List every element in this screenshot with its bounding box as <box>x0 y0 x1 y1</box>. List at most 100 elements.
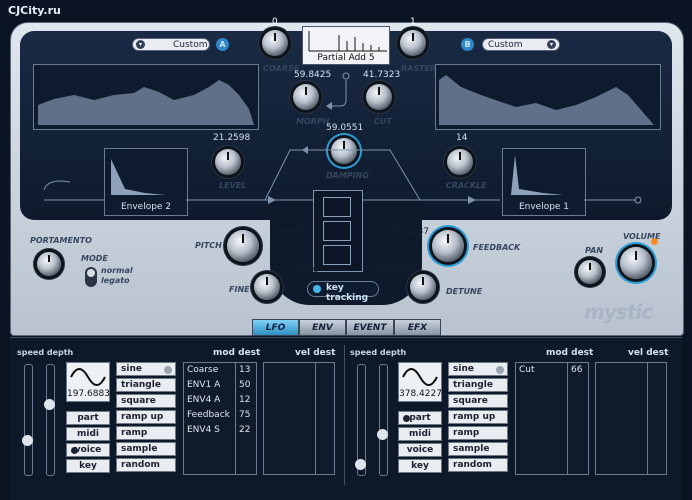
pitch-knob[interactable] <box>227 230 259 262</box>
lfo2-mode-part[interactable]: part <box>398 411 442 425</box>
lfo2-speed-depth-label: speed depth <box>350 348 407 357</box>
lfo2-mode-part-label: part <box>409 413 431 423</box>
list-item[interactable]: Cut <box>519 365 535 375</box>
portamento-label: PORTAMENTO <box>30 236 92 245</box>
list-item[interactable]: ENV4 A <box>187 395 221 405</box>
preset-a-select[interactable]: ▾ Custom <box>132 38 210 51</box>
lfo2-wave-sine-label: sine <box>453 364 474 374</box>
lfo2-wave-sine[interactable]: sine <box>448 362 508 376</box>
volume-led-icon <box>651 238 658 245</box>
mode-label: MODE <box>81 254 108 263</box>
lfo1-wave-random[interactable]: random <box>116 458 176 472</box>
lfo2-mode-key[interactable]: key <box>398 459 442 473</box>
lfo1-depth-handle <box>44 399 55 410</box>
list-item-amount: 66 <box>571 365 583 375</box>
badge-b: B <box>461 38 474 51</box>
lfo1-mode-part-label: part <box>77 413 99 423</box>
tab-efx[interactable]: EFX <box>394 319 441 336</box>
partial-graph <box>308 31 387 52</box>
envelope-1-display[interactable]: Envelope 1 <box>502 148 586 216</box>
lfo2-mode-midi[interactable]: midi <box>398 427 442 441</box>
fine-label: FINE <box>229 285 250 294</box>
lfo1-vel-dest-list[interactable] <box>263 362 335 475</box>
detune-knob[interactable] <box>410 274 436 300</box>
lfo2-wave-sample[interactable]: sample <box>448 442 508 456</box>
level-knob[interactable] <box>215 149 241 175</box>
lfo1-depth-slider[interactable] <box>44 364 55 476</box>
badge-a: A <box>216 38 229 51</box>
crackle-knob[interactable] <box>447 149 473 175</box>
fine-value: 7.0866 <box>287 265 319 275</box>
tab-lfo[interactable]: LFO <box>252 319 299 336</box>
morph-knob[interactable] <box>293 84 319 110</box>
preset-b-select[interactable]: Custom ▾ <box>482 38 560 51</box>
lfo1-wave-ramp-up[interactable]: ramp up <box>116 410 176 424</box>
lfo1-wave-sample[interactable]: sample <box>116 442 176 456</box>
lfo2-mod-dest-list[interactable]: Cut 66 <box>515 362 589 475</box>
envelope-2-display[interactable]: Envelope 2 <box>104 148 188 216</box>
list-item[interactable]: ENV4 S <box>187 425 220 435</box>
lfo1-wave-sine[interactable]: sine <box>116 362 176 376</box>
detune-value: 16.2402 <box>378 265 416 275</box>
envelope-1-graph <box>511 155 563 195</box>
lfo1-mode-voice[interactable]: voice <box>66 443 110 457</box>
list-item[interactable]: ENV1 A <box>187 380 221 390</box>
pan-knob[interactable] <box>578 260 602 284</box>
morph-label: MORPH <box>296 117 330 126</box>
lfo2-wave-triangle[interactable]: triangle <box>448 378 508 392</box>
lfo2-vel-dest-label: vel dest <box>628 348 669 358</box>
damping-knob[interactable] <box>331 138 357 164</box>
lfo2-speed-slider[interactable] <box>355 364 366 476</box>
level-label: LEVEL <box>219 181 247 190</box>
lfo2-speed-handle <box>355 459 366 470</box>
lfo1-mode-key[interactable]: key <box>66 459 110 473</box>
lfo1-wave-ramp-down[interactable]: ramp down <box>116 426 176 451</box>
lfo1-wave-triangle-label: triangle <box>121 380 161 390</box>
lfo2-wave-ramp-down[interactable]: ramp down <box>448 426 508 451</box>
list-item[interactable]: Coarse <box>187 365 219 375</box>
mode-switch[interactable] <box>85 267 97 287</box>
crackle-value: 14 <box>456 133 468 143</box>
lfo2-wave-square-label: square <box>453 396 488 406</box>
tab-env[interactable]: ENV <box>299 319 346 336</box>
lfo1-mode-midi-label: midi <box>77 429 99 439</box>
lfo1-wave-square[interactable]: square <box>116 394 176 408</box>
envelope-1-label: Envelope 1 <box>518 202 570 212</box>
lfo2-wave-ramp-up[interactable]: ramp up <box>448 410 508 424</box>
lfo2-wave-display: 378.4227 <box>398 362 442 402</box>
radio-dot-icon <box>403 415 410 422</box>
lfo1-wave-square-label: square <box>121 396 156 406</box>
feedback-value: 137.4387 <box>386 227 429 237</box>
envelope-2-label: Envelope 2 <box>120 202 172 212</box>
feedback-label: FEEDBACK <box>473 243 521 252</box>
radio-dot-icon <box>496 366 504 374</box>
lfo1-mode-key-label: key <box>79 461 97 471</box>
lfo1-mod-dest-list[interactable]: Coarse 13 ENV1 A 50 ENV4 A 12 Feedback 7… <box>183 362 257 475</box>
key-tracking-button[interactable]: key tracking <box>307 281 379 303</box>
list-item[interactable]: Feedback <box>187 410 230 420</box>
lfo2-wave-random[interactable]: random <box>448 458 508 472</box>
lfo2-wave-square[interactable]: square <box>448 394 508 408</box>
lfo1-wave-display: 197.6883 <box>66 362 110 402</box>
raster-knob[interactable] <box>400 30 426 56</box>
cut-knob[interactable] <box>366 84 392 110</box>
lfo1-mode-part[interactable]: part <box>66 411 110 425</box>
lfo2-mode-voice[interactable]: voice <box>398 443 442 457</box>
list-item-amount: 13 <box>239 365 251 375</box>
volume-knob[interactable] <box>620 247 652 279</box>
coarse-knob[interactable] <box>262 30 288 56</box>
lfo2-depth-slider[interactable] <box>377 364 388 476</box>
lfo1-speed-slider[interactable] <box>22 364 33 476</box>
list-column-divider <box>315 363 316 474</box>
feedback-knob[interactable] <box>432 230 464 262</box>
spectrum-b-graph <box>439 75 654 125</box>
lfo1-wave-triangle[interactable]: triangle <box>116 378 176 392</box>
portamento-knob[interactable] <box>37 252 61 276</box>
preset-a-value: Custom <box>173 40 208 50</box>
lfo2-vel-dest-list[interactable] <box>595 362 667 475</box>
tab-event[interactable]: EVENT <box>346 319 394 336</box>
preset-b-value: Custom <box>488 40 523 50</box>
fine-knob[interactable] <box>254 274 280 300</box>
lfo1-mode-midi[interactable]: midi <box>66 427 110 441</box>
mode-switch-handle <box>87 269 95 277</box>
